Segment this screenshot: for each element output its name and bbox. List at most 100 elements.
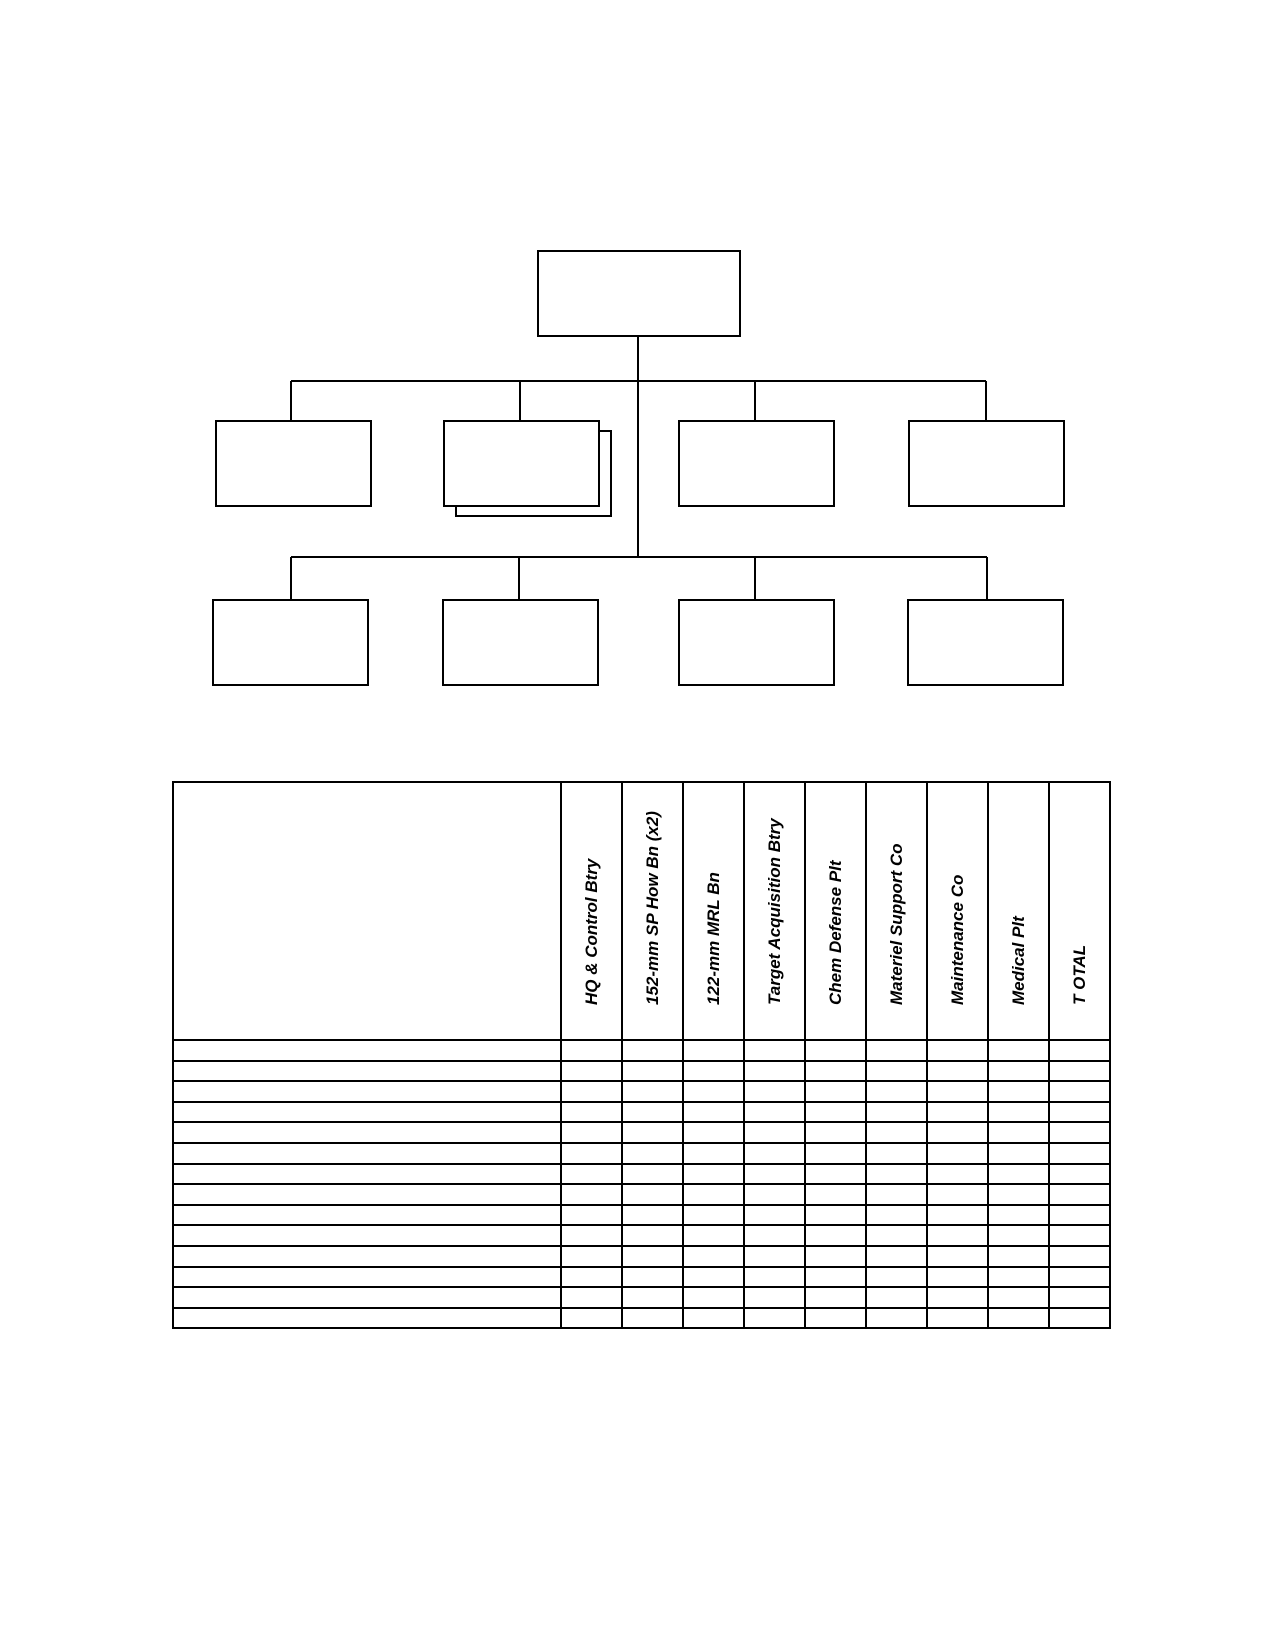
table-row — [172, 1203, 1111, 1227]
table-cell — [987, 1162, 1050, 1186]
table-cell — [987, 1059, 1050, 1083]
table-cell — [804, 1080, 867, 1103]
table-cell — [987, 1306, 1050, 1330]
row-label-cell — [172, 1100, 562, 1124]
table-cell — [926, 1244, 989, 1268]
table-cell — [804, 1039, 867, 1062]
table-cell — [865, 1224, 928, 1247]
org-box-upper-2 — [443, 420, 600, 507]
org-box-top — [537, 250, 741, 337]
table-cell — [682, 1224, 745, 1247]
table-cell — [621, 1183, 684, 1206]
column-header-122mm-mrl-bn: 122-mm MRL Bn — [682, 781, 745, 1041]
table-cell — [1048, 1244, 1111, 1268]
table-cell — [865, 1039, 928, 1062]
table-cell — [621, 1059, 684, 1083]
table-cell — [865, 1059, 928, 1083]
table-cell — [682, 1183, 745, 1206]
table-cell — [560, 1141, 623, 1165]
table-cell — [987, 1039, 1050, 1062]
table-cell — [865, 1244, 928, 1268]
table-cell — [621, 1265, 684, 1289]
table-row — [172, 1244, 1111, 1268]
table-cell — [560, 1306, 623, 1330]
table-cell — [1048, 1039, 1111, 1062]
table-cell — [560, 1286, 623, 1309]
column-header-label: T OTAL — [1069, 944, 1089, 1005]
column-header-chem-defense-plt: Chem Defense Plt — [804, 781, 867, 1041]
row-label-cell — [172, 1244, 562, 1268]
table-cell — [804, 1265, 867, 1289]
column-header-152mm-sp-how-bn: 152-mm SP How Bn (x2) — [621, 781, 684, 1041]
row-label-cell — [172, 1203, 562, 1227]
table-cell — [621, 1100, 684, 1124]
table-header-row: HQ & Control Btry 152-mm SP How Bn (x2) … — [172, 781, 1111, 1041]
table-cell — [682, 1162, 745, 1186]
column-header-label: HQ & Control Btry — [581, 858, 601, 1005]
table-cell — [804, 1306, 867, 1330]
org-box-upper-1 — [215, 420, 372, 507]
table-cell — [987, 1244, 1050, 1268]
column-header-medical-plt: Medical Plt — [987, 781, 1050, 1041]
table-cell — [621, 1306, 684, 1330]
table-cell — [743, 1059, 806, 1083]
table-cell — [1048, 1203, 1111, 1227]
table-cell — [865, 1286, 928, 1309]
table-cell — [1048, 1265, 1111, 1289]
table-cell — [682, 1244, 745, 1268]
table-cell — [926, 1080, 989, 1103]
column-header-materiel-support-co: Materiel Support Co — [865, 781, 928, 1041]
table-cell — [865, 1203, 928, 1227]
table-row — [172, 1080, 1111, 1103]
table-cell — [804, 1121, 867, 1144]
table-cell — [682, 1265, 745, 1289]
row-label-cell — [172, 1224, 562, 1247]
table-cell — [987, 1141, 1050, 1165]
table-cell — [560, 1121, 623, 1144]
table-cell — [621, 1039, 684, 1062]
row-label-cell — [172, 1121, 562, 1144]
table-cell — [560, 1080, 623, 1103]
table-row — [172, 1162, 1111, 1186]
table-cell — [1048, 1141, 1111, 1165]
table-cell — [804, 1286, 867, 1309]
column-header-label: Materiel Support Co — [886, 843, 906, 1005]
table-cell — [926, 1059, 989, 1083]
table-cell — [560, 1183, 623, 1206]
table-cell — [560, 1224, 623, 1247]
table-cell — [987, 1224, 1050, 1247]
row-label-cell — [172, 1162, 562, 1186]
table-cell — [682, 1100, 745, 1124]
table-cell — [865, 1141, 928, 1165]
strength-table: HQ & Control Btry 152-mm SP How Bn (x2) … — [172, 781, 1111, 1330]
table-cell — [804, 1224, 867, 1247]
table-cell — [682, 1306, 745, 1330]
column-header-target-acquisition-btry: Target Acquisition Btry — [743, 781, 806, 1041]
table-cell — [560, 1039, 623, 1062]
table-cell — [987, 1203, 1050, 1227]
table-cell — [743, 1224, 806, 1247]
table-cell — [926, 1286, 989, 1309]
table-cell — [926, 1203, 989, 1227]
table-cell — [560, 1100, 623, 1124]
table-cell — [621, 1203, 684, 1227]
table-cell — [865, 1100, 928, 1124]
table-cell — [987, 1265, 1050, 1289]
column-header-maintenance-co: Maintenance Co — [926, 781, 989, 1041]
table-row — [172, 1306, 1111, 1330]
column-header-label: Chem Defense Plt — [825, 860, 845, 1005]
table-cell — [804, 1183, 867, 1206]
org-box-lower-3 — [678, 599, 835, 686]
table-cell — [621, 1080, 684, 1103]
table-cell — [865, 1121, 928, 1144]
row-label-cell — [172, 1306, 562, 1330]
table-cell — [1048, 1121, 1111, 1144]
table-row — [172, 1039, 1111, 1062]
table-cell — [743, 1203, 806, 1227]
table-cell — [743, 1183, 806, 1206]
table-cell — [804, 1162, 867, 1186]
table-row — [172, 1224, 1111, 1247]
table-cell — [926, 1141, 989, 1165]
table-cell — [560, 1244, 623, 1268]
column-header-label: 152-mm SP How Bn (x2) — [642, 811, 662, 1005]
